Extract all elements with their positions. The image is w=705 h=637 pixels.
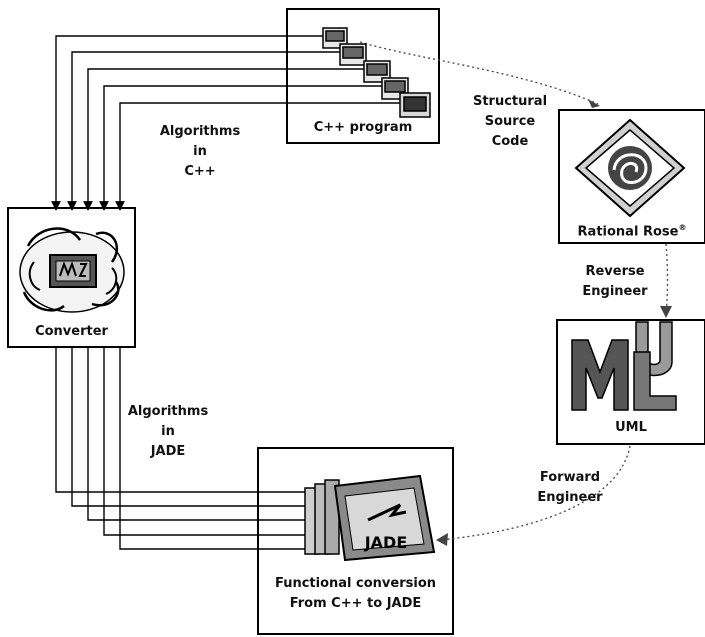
rational-rose-label: Rational Rose® [559,218,705,242]
uml-label: UML [557,418,705,438]
reverse-engineer-arrow [666,244,668,316]
converter-label: Converter [8,322,135,342]
algorithms-jade-label: Algorithms in JADE [118,402,218,462]
forward-line2: Engineer [525,488,615,508]
jade-conversion-label: Functional conversion From C++ to JADE [258,574,453,614]
structural-line3: Code [455,132,565,152]
reverse-line1: Reverse [570,262,660,282]
forward-line1: Forward [525,468,615,488]
reverse-line2: Engineer [570,282,660,302]
structural-line1: Structural [455,92,565,112]
structural-line2: Source [455,112,565,132]
algo-jade-line3: JADE [118,442,218,462]
reverse-arrowhead [660,306,672,318]
jade-files-icon: JADE [305,476,434,560]
jade-conversion-line2: From C++ to JADE [258,594,453,614]
algo-jade-line2: in [118,422,218,442]
algo-cpp-line2: in [140,142,260,162]
algo-cpp-line1: Algorithms [140,122,260,142]
forward-engineer-label: Forward Engineer [525,468,615,508]
cpp-program-label: C++ program [287,118,439,138]
algo-cpp-line3: C++ [140,162,260,182]
svg-text:JADE: JADE [364,533,408,552]
algo-jade-line1: Algorithms [118,402,218,422]
registered-mark: ® [678,223,686,232]
reverse-engineer-label: Reverse Engineer [570,262,660,302]
jade-conversion-line1: Functional conversion [258,574,453,594]
algorithms-cpp-label: Algorithms in C++ [140,122,260,182]
rational-rose-name: Rational Rose [578,224,679,239]
structural-source-code-label: Structural Source Code [455,92,565,152]
